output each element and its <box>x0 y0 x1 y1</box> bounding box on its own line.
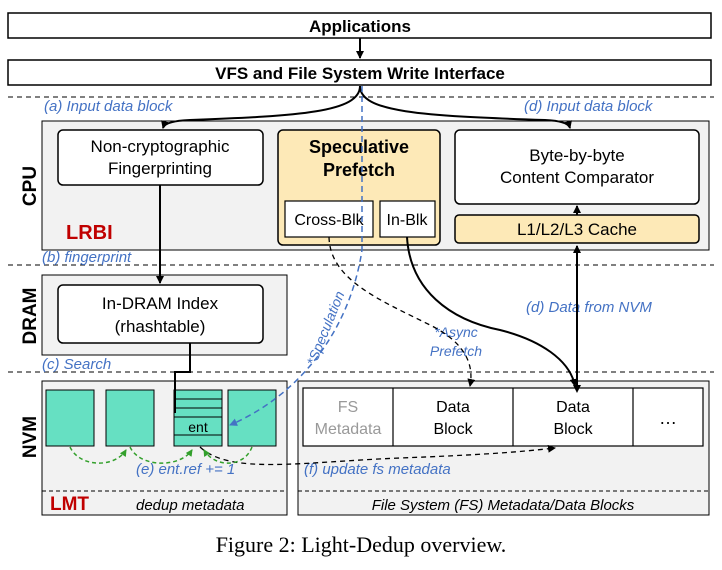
arrow-ref-2 <box>129 446 193 464</box>
lrbi-label: LRBI <box>66 222 113 244</box>
data-block-2-line2: Block <box>553 421 593 438</box>
arrow-vfs-to-comparator <box>359 85 572 129</box>
label-update-f: (f) update fs metadata <box>304 461 451 478</box>
fs-metadata-line1: FS <box>338 399 358 416</box>
vfs-layer: VFS and File System Write Interface <box>7 59 712 86</box>
applications-layer: Applications <box>7 12 712 39</box>
fs-metadata-line2: Metadata <box>315 421 382 438</box>
nvm-side-label: NVM <box>20 416 41 458</box>
arrow-inblk-prefetch <box>406 236 578 387</box>
in-blk-box <box>379 200 436 238</box>
dram-index-line2: (rhashtable) <box>115 317 206 336</box>
comparator-line2: Content Comparator <box>500 168 654 187</box>
cache-label: L1/L2/L3 Cache <box>517 220 637 239</box>
nvm-lmt-panel: NVM LMT dedup metadata ent <box>20 380 288 516</box>
ent-label: ent <box>188 419 208 435</box>
speculative-line1: Speculative <box>309 137 409 157</box>
label-search-c: (c) Search <box>42 356 111 373</box>
lmt-label: LMT <box>50 494 89 515</box>
fingerprinting-line2: Fingerprinting <box>108 159 212 178</box>
label-input-d: (d) Input data block <box>524 98 654 115</box>
comparator-line1: Byte-by-byte <box>529 146 624 165</box>
label-async-2: Prefetch <box>430 343 482 359</box>
lmt-block-3-entries: ent <box>173 389 223 447</box>
data-block-1-line1: Data <box>436 399 470 416</box>
cross-blk-box <box>284 200 374 238</box>
dram-index-line1: In-DRAM Index <box>102 294 219 313</box>
arrow-search-to-lmt <box>174 343 191 413</box>
cross-blk-label: Cross-Blk <box>294 212 364 229</box>
comparator-box <box>454 129 700 205</box>
lmt-block-1 <box>45 389 95 447</box>
data-block-1-line2: Block <box>433 421 473 438</box>
cpu-side-label: CPU <box>20 166 41 206</box>
label-fingerprint-b: (b) fingerprint <box>42 249 132 266</box>
speculative-line2: Prefetch <box>323 160 395 180</box>
data-block-2-line1: Data <box>556 399 590 416</box>
label-input-a: (a) Input data block <box>44 98 174 115</box>
label-data-from-nvm: (d) Data from NVM <box>526 299 652 316</box>
fs-caption: File System (FS) Metadata/Data Blocks <box>372 497 635 514</box>
dram-panel: DRAM In-DRAM Index (rhashtable) <box>20 274 288 356</box>
cpu-panel: CPU LRBI Non-cryptographic Fingerprintin… <box>20 120 710 251</box>
arrow-vfs-to-fingerprinting <box>161 85 361 129</box>
figure-caption: Figure 2: Light-Dedup overview. <box>216 532 507 557</box>
arrow-speculation <box>229 86 363 426</box>
more-blocks-ellipsis: … <box>659 408 677 428</box>
nvm-fs-panel: File System (FS) Metadata/Data Blocks FS… <box>297 380 710 516</box>
label-speculation: *Speculation <box>303 288 347 367</box>
dram-side-label: DRAM <box>20 288 41 345</box>
dedup-metadata-label: dedup metadata <box>136 497 244 514</box>
vfs-label: VFS and File System Write Interface <box>215 64 505 83</box>
fs-block-row <box>302 387 704 447</box>
in-blk-label: In-Blk <box>387 212 429 229</box>
label-ref-e: (e) ent.ref += 1 <box>136 461 235 478</box>
lmt-block-4 <box>227 389 277 447</box>
lmt-block-2 <box>105 389 155 447</box>
label-async-1: *Async <box>434 324 478 340</box>
fingerprinting-line1: Non-cryptographic <box>91 137 230 156</box>
applications-label: Applications <box>309 17 411 36</box>
dram-index-box <box>57 284 264 344</box>
arrow-ref-3 <box>203 446 253 464</box>
